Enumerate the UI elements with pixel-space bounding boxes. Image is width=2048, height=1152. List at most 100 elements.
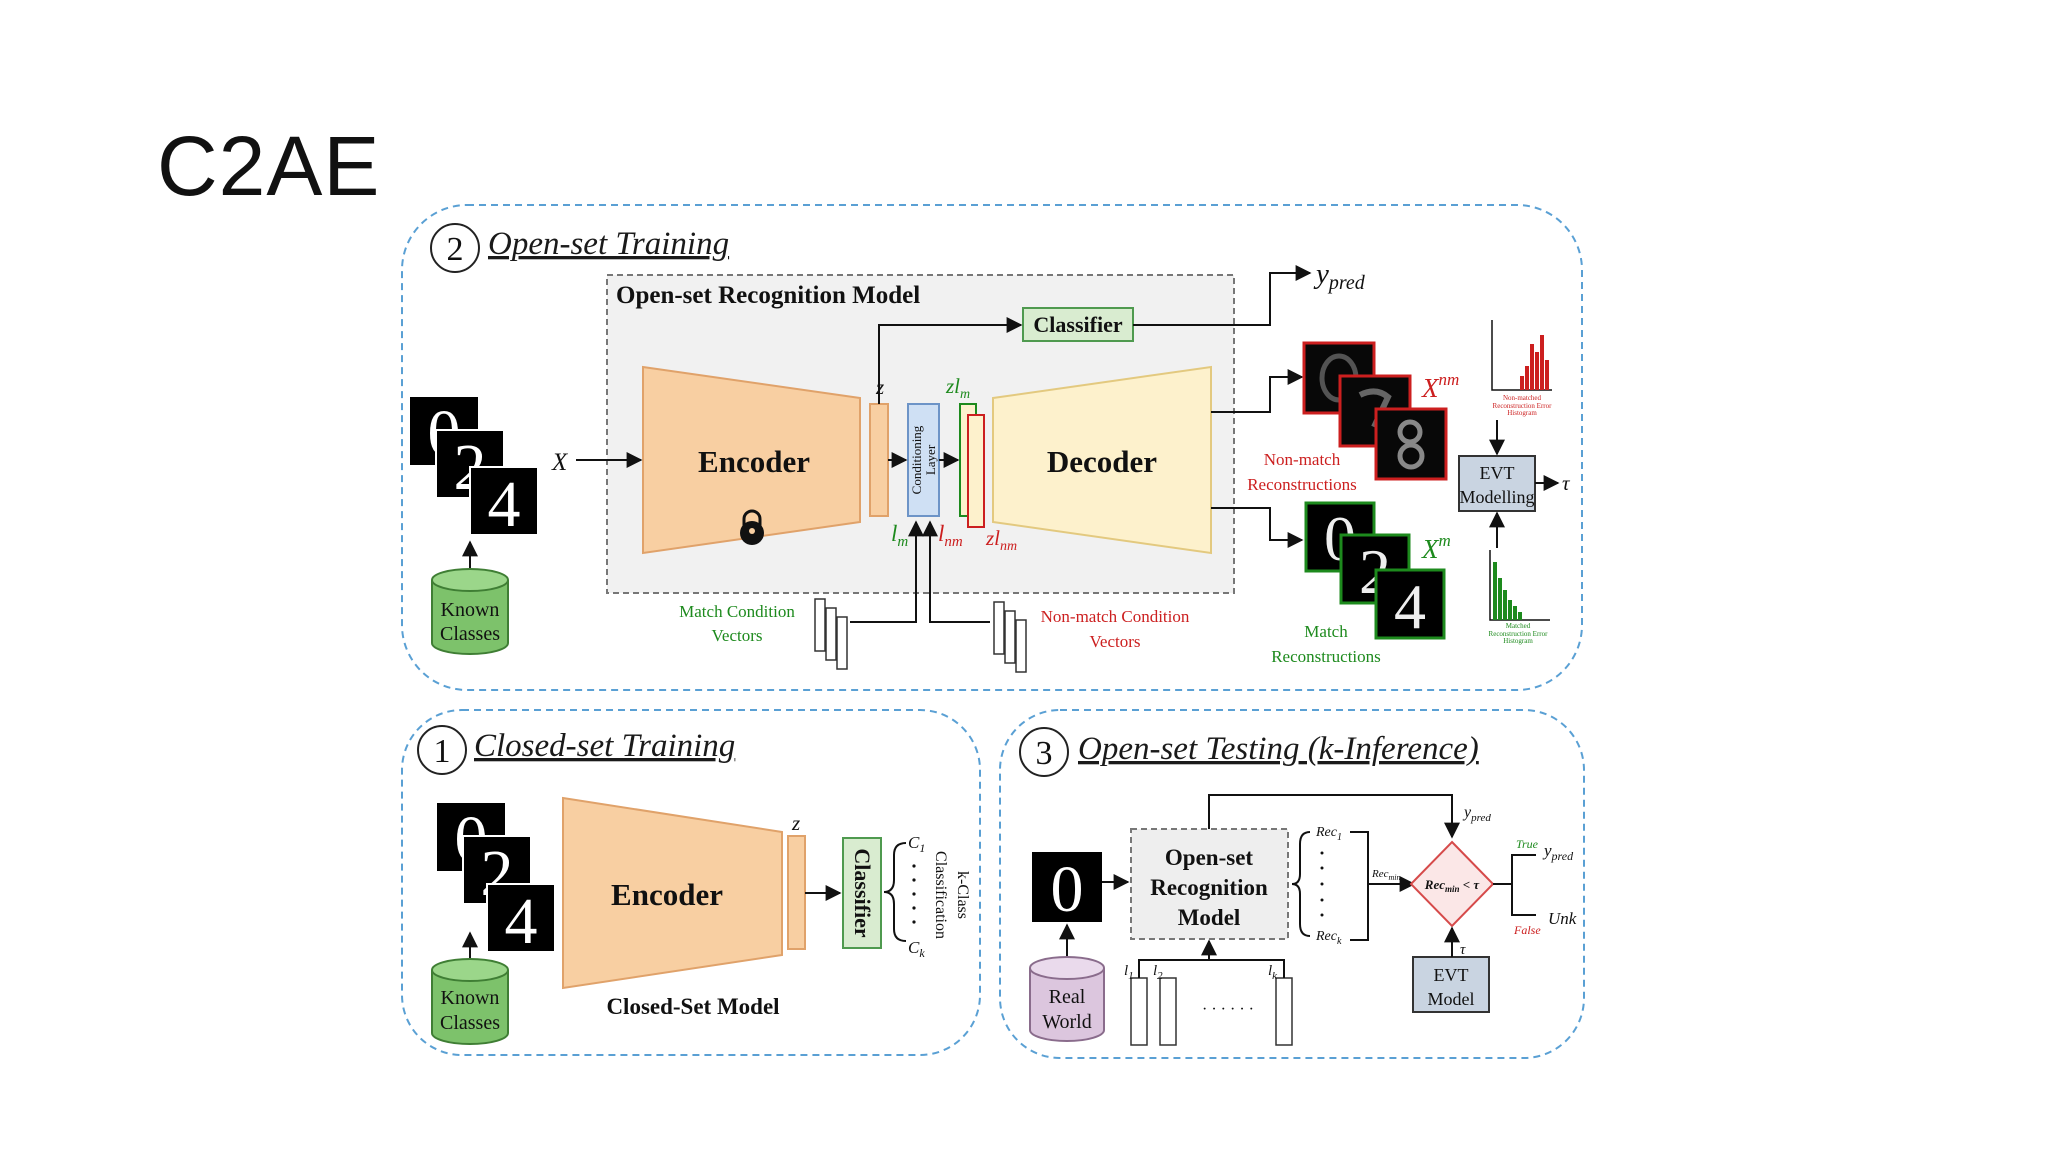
nonmatch-recon-label-1: Non-match [1264, 450, 1341, 469]
match-condition-vectors-icon [814, 598, 848, 670]
classifier-box [842, 837, 882, 949]
ypred-output-label: ypred [1542, 841, 1574, 863]
condition-vectors-icons [1130, 977, 1293, 1046]
evt-model-box [1412, 956, 1490, 1013]
evt-modelling-box [1458, 455, 1536, 512]
recmin-label: Recmin [1371, 868, 1400, 882]
classifier-label: Classifier [850, 848, 875, 937]
test-digit-image: 0 [1032, 852, 1102, 926]
unk-label: Unk [1548, 909, 1577, 928]
lk-label: lk [1268, 963, 1278, 982]
model-label-3: Model [1178, 905, 1241, 930]
zlnm-label: zlnm [985, 526, 1017, 554]
evt-label-1: EVT [1480, 463, 1515, 483]
match-hist-label-2: Reconstruction Error [1489, 630, 1549, 638]
zlm-label: zlm [945, 374, 970, 402]
model-label-1: Open-set [1165, 845, 1254, 870]
match-recon-label-2: Reconstructions [1271, 647, 1381, 666]
svg-text:4: 4 [505, 885, 538, 958]
xnm-label: Xnm [1421, 370, 1459, 403]
section-border [401, 709, 981, 1056]
reck-label: Reck [1315, 929, 1342, 947]
step-number-circle [1019, 727, 1069, 777]
closed-set-model-label: Closed-Set Model [606, 994, 779, 1019]
conditioning-label-1: Conditioning [909, 425, 924, 494]
training-digit-stack: 0 2 4 [410, 397, 539, 541]
svg-text:4: 4 [1394, 571, 1426, 642]
decision-label: Recmin < τ [1424, 877, 1481, 894]
svg-text:Real: Real [1049, 986, 1086, 1008]
encoder-shape [562, 796, 783, 990]
tau-label: τ [1562, 471, 1571, 495]
match-vectors-label-1: Match Condition [679, 602, 795, 621]
section-title: Closed-set Training [474, 728, 735, 764]
section-border [999, 709, 1585, 1059]
step-number-circle [417, 725, 467, 775]
nonmatch-reconstruction-images [1302, 341, 1448, 481]
encoder-shape [642, 365, 861, 555]
step-number: 1 [434, 733, 451, 770]
match-hist-label-1: Matched [1506, 622, 1531, 630]
open-set-recognition-model-box [1130, 828, 1289, 940]
decoder-shape [992, 365, 1212, 555]
matched-error-histogram [1489, 550, 1550, 621]
lock-icon [740, 509, 764, 545]
evt-label-1: EVT [1434, 965, 1469, 985]
kclass-label-2: Classification [932, 851, 949, 939]
ypred-label: ypred [1462, 804, 1491, 824]
nonmatch-hist-label-1: Non-matched [1503, 394, 1542, 402]
zlnm-bar [967, 414, 985, 528]
section-title: Open-set Training [488, 226, 729, 262]
l1-label: l1 [1124, 963, 1134, 982]
decision-diamond [1409, 840, 1495, 928]
known-classes-cylinder: Known Classes [431, 568, 509, 655]
latent-z-bar [787, 835, 806, 950]
model-label: Open-set Recognition Model [616, 282, 920, 309]
svg-text:Known: Known [441, 599, 500, 621]
c1-label: C1 [908, 833, 925, 855]
open-set-testing-section: 3 Open-set Testing (k-Inference) 0 Real … [999, 709, 1585, 1059]
ypred-label: ypred [1313, 258, 1366, 294]
true-label: True [1516, 837, 1539, 851]
rec1-label: Rec1 [1315, 825, 1342, 843]
nonmatch-hist-label-2: Reconstruction Error [1493, 402, 1553, 410]
vector-dots: · · · · · · [1202, 1001, 1254, 1018]
match-vectors-label-2: Vectors [712, 626, 763, 645]
class-dots [912, 864, 916, 924]
class-brace [883, 842, 907, 942]
match-hist-label-3: Histogram [1503, 637, 1533, 645]
rec-dots [1320, 851, 1324, 917]
svg-text:Known: Known [441, 987, 500, 1009]
evt-label-2: Modelling [1460, 487, 1535, 507]
closed-set-training-section: 1 Closed-set Training 0 2 4 Known Classe… [401, 709, 981, 1056]
lnm-label: lnm [938, 521, 963, 550]
encoder-label: Encoder [611, 877, 723, 912]
z-label: z [791, 811, 800, 835]
classifier-label: Classifier [1033, 312, 1122, 337]
step-number-circle [430, 223, 480, 273]
evt-label-2: Model [1428, 989, 1475, 1009]
conditioning-layer-box [907, 403, 940, 517]
svg-text:Classes: Classes [440, 1012, 500, 1034]
known-classes-cylinder: Known Classes [431, 958, 509, 1045]
nonmatch-condition-vectors-icon [993, 601, 1027, 673]
kclass-label-1: k-Class [954, 871, 971, 919]
svg-text:4: 4 [488, 468, 521, 541]
latent-z-bar [869, 403, 889, 517]
lm-label: lm [891, 521, 908, 550]
slide-title: C2AE [157, 119, 381, 213]
false-label: False [1513, 923, 1541, 937]
encoder-label: Encoder [698, 444, 810, 479]
match-reconstruction-images: 0 2 4 [1304, 501, 1446, 642]
nonmatch-vectors-label-1: Non-match Condition [1041, 607, 1190, 626]
section-title: Open-set Testing (k-Inference) [1078, 731, 1479, 767]
svg-text:World: World [1042, 1011, 1092, 1033]
conditioning-label-2: Layer [923, 444, 938, 475]
svg-text:Classes: Classes [440, 623, 500, 645]
match-recon-label-1: Match [1304, 622, 1348, 641]
real-world-cylinder: Real World [1029, 956, 1105, 1042]
nonmatch-hist-label-3: Histogram [1507, 409, 1537, 417]
closed-digit-stack: 0 2 4 [437, 803, 556, 958]
tau-label: τ [1460, 942, 1466, 958]
